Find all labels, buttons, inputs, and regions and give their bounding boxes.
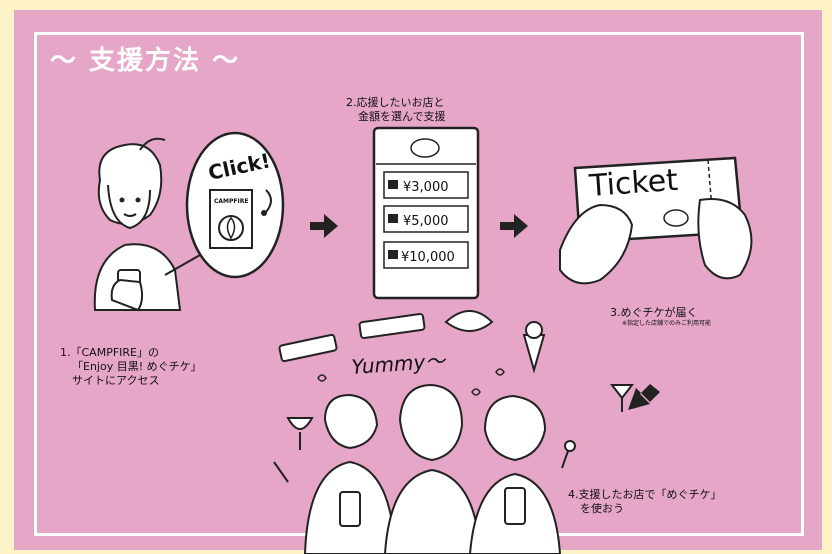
svg-text:¥3,000: ¥3,000 (403, 180, 449, 195)
ticket-illustration: Ticket (559, 156, 753, 285)
amount-option-2: ¥5,000 (383, 205, 469, 233)
phone-amounts-illustration: ¥3,000 ¥5,000 ¥10,000 (372, 126, 480, 300)
shop-icon (388, 214, 398, 223)
heart-icons (317, 368, 505, 396)
amount-option-1: ¥3,000 (383, 171, 469, 199)
campfire-flame-icon (218, 215, 244, 241)
step-3-caption: 3.めぐチケが届く ※指定した店舗でのみご利用可能 (610, 306, 712, 327)
woman-with-phone-illustration (93, 137, 182, 312)
arrow-right-1-icon (310, 214, 338, 238)
shop-icon (388, 250, 398, 259)
wine-glass-icon (286, 417, 314, 430)
spoon-icon (564, 440, 576, 452)
step-4-caption: 4.支援したお店で「めぐチケ」 を使おう (568, 488, 722, 515)
monkey-logo-icon (410, 138, 440, 158)
speech-line (164, 254, 201, 276)
amount-option-3: ¥10,000 (383, 241, 469, 269)
right-hand (697, 198, 753, 280)
cocktail-glass-icon (609, 384, 635, 400)
campfire-logo: CAMPFIRE (214, 198, 248, 205)
arrow-down-left-icon (628, 384, 660, 410)
music-note-icon (265, 189, 272, 213)
step-1-caption: 1.「CAMPFIRE」の 「Enjoy 目黒! めぐチケ」 サイトにアクセス (60, 346, 202, 387)
left-hand (559, 203, 634, 285)
fork-icon (273, 461, 289, 483)
arrow-right-2-icon (500, 214, 528, 238)
click-bubble: Click! CAMPFIRE (185, 131, 285, 279)
ticket-label: Ticket (587, 163, 679, 204)
friends-illustration (273, 383, 576, 554)
svg-text:¥10,000: ¥10,000 (401, 250, 455, 265)
step-2-caption: 2.応援したいお店と 金額を選んで支援 (346, 96, 446, 123)
page-title: 〜 支援方法 〜 (50, 46, 241, 76)
svg-text:¥5,000: ¥5,000 (403, 214, 449, 229)
food-items (278, 310, 635, 412)
monkey-logo-icon (663, 209, 689, 227)
yummy-label: Yummy〜 (351, 348, 448, 379)
shop-icon (388, 180, 398, 189)
